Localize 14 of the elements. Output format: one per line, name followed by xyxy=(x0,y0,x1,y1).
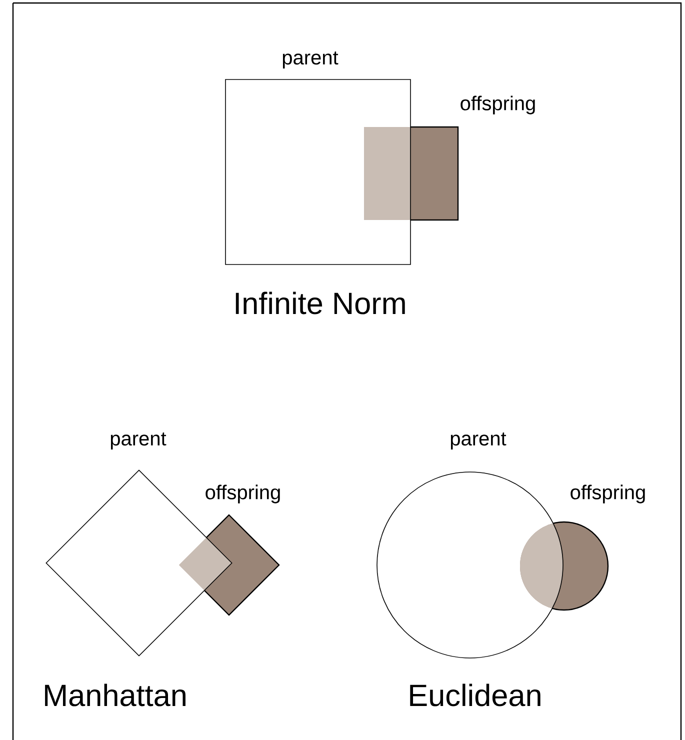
shape-label: offspring xyxy=(570,484,645,504)
caption: Euclidean xyxy=(410,684,540,706)
parent-circle xyxy=(376,432,564,658)
shape-label: offspring xyxy=(206,484,280,504)
shape-label: parent xyxy=(110,432,166,450)
shape-label: offspring xyxy=(460,96,535,114)
caption: Infinite Norm xyxy=(236,292,405,314)
shape-label: parent xyxy=(450,432,506,450)
offspring-diamond xyxy=(178,484,280,616)
caption: Manhattan xyxy=(45,684,186,706)
parent-square xyxy=(225,51,411,265)
offspring-square xyxy=(364,96,535,221)
shape-label: parent xyxy=(282,51,338,69)
offspring-circle xyxy=(519,484,645,611)
